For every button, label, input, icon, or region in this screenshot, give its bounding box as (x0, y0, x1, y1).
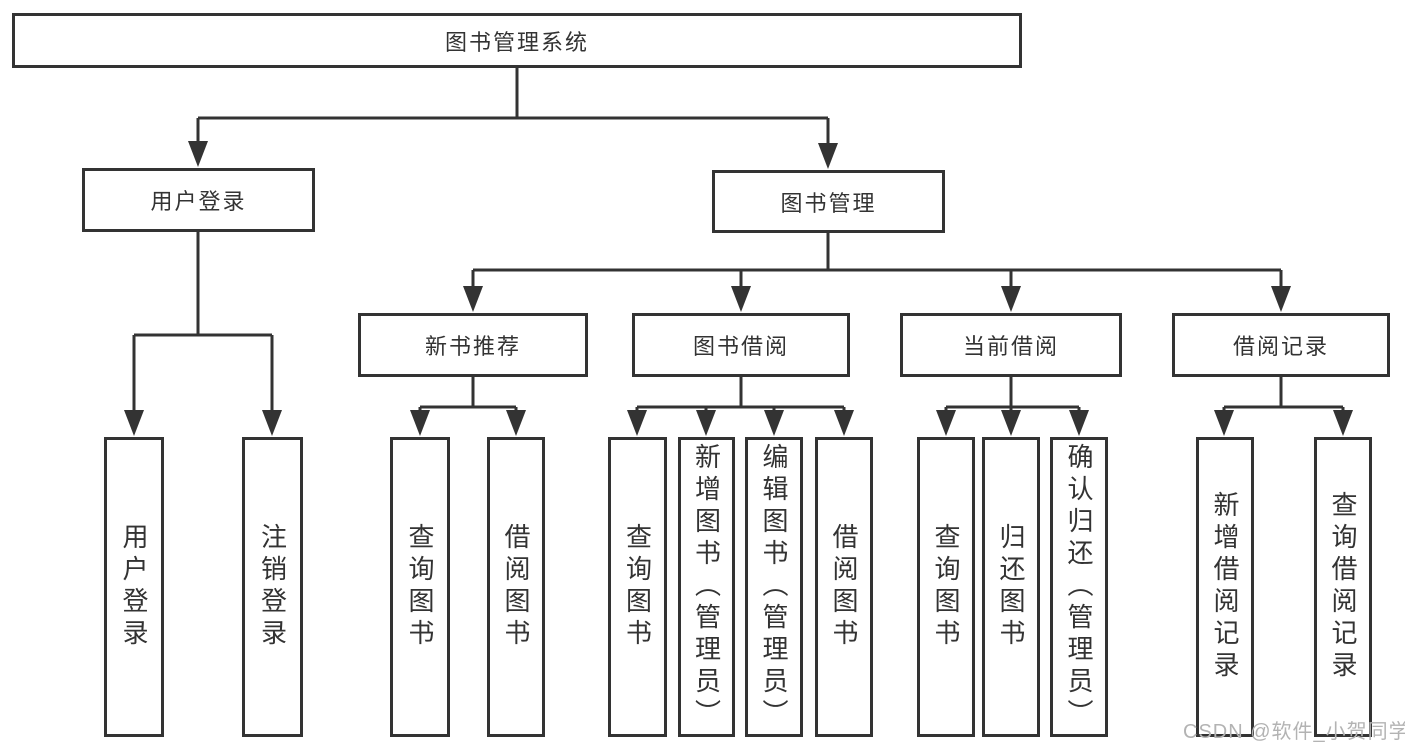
node-user-login: 用户登录 (82, 168, 315, 232)
leaf-label: 新增图书（管理员） (691, 443, 722, 731)
leaf-user-login: 用户登录 (104, 437, 164, 737)
leaf-query-books-borrow: 查询图书 (608, 437, 667, 737)
leaf-add-borrow-record: 新增借阅记录 (1196, 437, 1254, 737)
node-current-borrow: 当前借阅 (900, 313, 1122, 377)
leaf-label: 编辑图书（管理员） (759, 443, 789, 731)
leaf-query-borrow-record: 查询借阅记录 (1314, 437, 1372, 737)
leaf-label: 查询图书 (622, 523, 653, 651)
leaf-label: 借阅图书 (829, 523, 859, 651)
leaf-label: 新增借阅记录 (1210, 491, 1240, 683)
node-book-borrow: 图书借阅 (632, 313, 850, 377)
leaf-label: 注销登录 (257, 523, 288, 651)
leaf-query-books-recommend: 查询图书 (390, 437, 450, 737)
leaf-borrow-books: 借阅图书 (815, 437, 873, 737)
leaf-label: 用户登录 (119, 523, 149, 651)
leaf-logout: 注销登录 (242, 437, 303, 737)
leaf-add-books-admin: 新增图书（管理员） (678, 437, 735, 737)
node-book-management: 图书管理 (712, 170, 945, 233)
watermark: CSDN @软件_小贺同学 (1183, 721, 1405, 743)
leaf-query-books-current: 查询图书 (917, 437, 975, 737)
leaf-confirm-return-admin: 确认归还（管理员） (1050, 437, 1108, 737)
leaf-label: 查询图书 (931, 523, 961, 651)
leaf-borrow-books-recommend: 借阅图书 (487, 437, 545, 737)
node-new-book-recommend: 新书推荐 (358, 313, 588, 377)
leaf-edit-books-admin: 编辑图书（管理员） (745, 437, 803, 737)
node-borrow-records: 借阅记录 (1172, 313, 1390, 377)
leaf-label: 查询借阅记录 (1328, 491, 1358, 683)
node-root: 图书管理系统 (12, 13, 1022, 68)
leaf-label: 确认归还（管理员） (1064, 443, 1094, 731)
leaf-label: 归还图书 (996, 523, 1026, 651)
leaf-return-books: 归还图书 (982, 437, 1040, 737)
leaf-label: 借阅图书 (501, 523, 531, 651)
leaf-label: 查询图书 (405, 523, 435, 651)
